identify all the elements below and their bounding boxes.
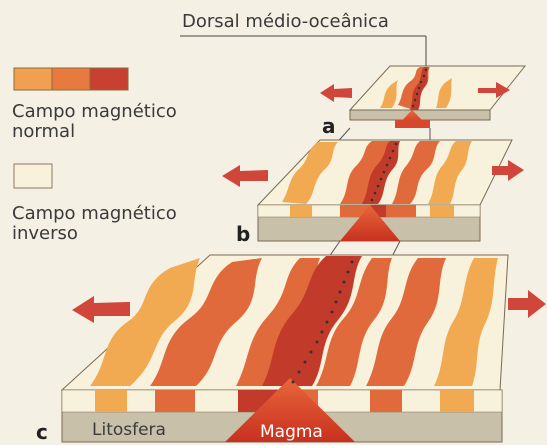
stage-label-c: c (36, 420, 48, 444)
stage-c-block (62, 255, 508, 442)
legend-inverse-label-line1: Campo magnético (12, 204, 177, 224)
legend-normal-label-line2: normal (12, 122, 75, 142)
arrow-a-left (320, 84, 352, 102)
lithosphere-label: Litosfera (92, 420, 166, 440)
arrow-c-right (508, 290, 546, 318)
stage-b-block (258, 140, 512, 241)
legend-inverse-label-line2: inverso (12, 224, 78, 244)
stage-label-a: a (322, 114, 336, 138)
arrow-c-left (72, 296, 130, 323)
stage-label-b: b (236, 222, 250, 246)
arrow-b-left (222, 165, 268, 187)
legend-inverse-swatch (14, 164, 52, 188)
legend-normal-label-line1: Campo magnético (12, 102, 177, 122)
stage-a-block (350, 66, 525, 128)
title: Dorsal médio-oceânica (182, 12, 389, 32)
magma-label: Magma (260, 422, 323, 442)
legend-normal-swatch (14, 68, 128, 90)
